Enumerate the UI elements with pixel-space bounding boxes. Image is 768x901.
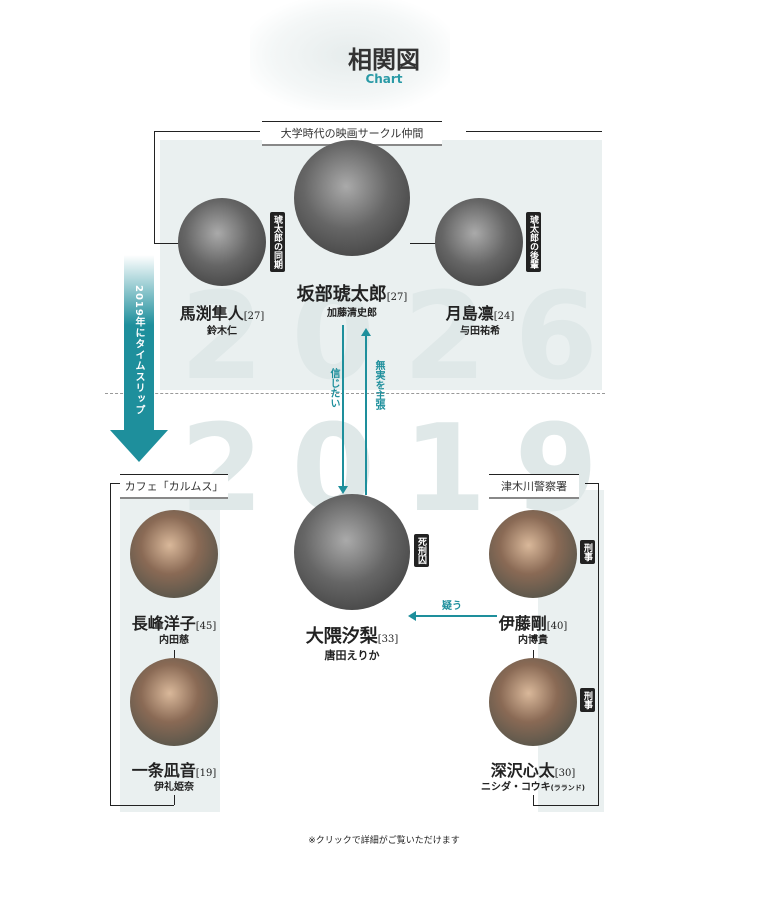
- role-tag: 琥太郎の後輩: [526, 212, 541, 272]
- actor-name: 伊礼姫奈: [154, 782, 194, 793]
- page-title: 相関図: [348, 45, 420, 74]
- actor-name: 唐田えりか: [324, 649, 380, 662]
- age-text: [19]: [195, 768, 217, 779]
- portrait[interactable]: [294, 140, 410, 256]
- frame-line: [154, 243, 184, 244]
- frame-line: [110, 483, 120, 484]
- character-name: 月島凛[24]: [400, 300, 560, 324]
- group-label-cafe: カフェ「カルムス」: [120, 474, 228, 499]
- frame-line: [466, 131, 602, 132]
- actor-name: ニシダ・コウキ(ラランド): [443, 778, 623, 793]
- name-text: 坂部琥太郎: [296, 284, 387, 305]
- character-name: 大隈汐梨[33]: [252, 622, 452, 648]
- arrow-head-icon: [338, 486, 348, 494]
- time-slip-arrow: [124, 255, 154, 430]
- character-name: 長峰洋子[45]: [94, 610, 254, 634]
- portrait[interactable]: [130, 510, 218, 598]
- frame-line: [154, 131, 155, 244]
- age-text: [45]: [195, 621, 217, 632]
- frame-line: [174, 650, 175, 660]
- name-text: 伊藤剛: [498, 614, 547, 633]
- role-tag: 琥太郎の同期: [270, 212, 285, 272]
- frame-line: [410, 243, 440, 244]
- name-text: 馬渕隼人: [179, 304, 244, 323]
- footer-note: ※クリックで詳細がご覧いただけます: [308, 836, 460, 846]
- group-label-police: 津木川警察署: [489, 474, 579, 499]
- arrow-head-icon: [408, 611, 416, 621]
- arrow-head-icon: [110, 430, 168, 462]
- title-background: [250, 0, 450, 110]
- age-text: [40]: [546, 621, 568, 632]
- portrait[interactable]: [294, 494, 410, 610]
- suspect-arrow: [415, 615, 497, 617]
- character-name: 深沢心太[30]: [453, 757, 613, 781]
- actor-name: 内博貴: [518, 635, 548, 646]
- relation-suspect: 疑う: [442, 601, 462, 612]
- frame-line: [110, 483, 111, 805]
- portrait[interactable]: [435, 198, 523, 286]
- age-text: [24]: [493, 311, 515, 322]
- name-text: 月島凛: [445, 304, 494, 323]
- actor-name: 与田祐希: [460, 326, 500, 337]
- relation-believe: 信じたい: [328, 368, 339, 408]
- frame-line: [533, 805, 599, 806]
- frame-line: [110, 805, 174, 806]
- character-name: 伊藤剛[40]: [453, 610, 613, 634]
- portrait[interactable]: [130, 658, 218, 746]
- age-text: [33]: [377, 634, 399, 645]
- believe-arrow: [342, 325, 344, 490]
- name-text: 長峰洋子: [131, 614, 196, 633]
- character-name: 馬渕隼人[27]: [142, 300, 302, 324]
- frame-line: [585, 483, 599, 484]
- age-text: [27]: [386, 292, 408, 303]
- frame-line: [598, 483, 599, 805]
- portrait[interactable]: [178, 198, 266, 286]
- arrow-head-icon: [361, 328, 371, 336]
- age-text: [27]: [243, 311, 265, 322]
- role-tag: 刑事: [580, 540, 595, 564]
- year-watermark-present: 2026: [180, 268, 626, 407]
- actor-name: 鈴木仁: [207, 326, 237, 337]
- actor-name: 加藤清史郎: [327, 308, 377, 319]
- page-subtitle: Chart: [365, 72, 403, 86]
- portrait[interactable]: [489, 658, 577, 746]
- character-name: 坂部琥太郎[27]: [252, 280, 452, 306]
- frame-line: [533, 650, 534, 660]
- name-text: 大隈汐梨: [305, 626, 378, 647]
- frame-line: [174, 795, 175, 805]
- frame-line: [533, 795, 534, 805]
- name-text: 深沢心太: [490, 761, 555, 780]
- portrait[interactable]: [489, 510, 577, 598]
- actor-note: (ラランド): [550, 784, 585, 792]
- role-tag: 刑事: [580, 688, 595, 712]
- relation-innocent: 無実を主張: [373, 360, 384, 410]
- character-name: 一条凪音[19]: [94, 757, 254, 781]
- name-text: 一条凪音: [131, 761, 196, 780]
- innocent-arrow: [365, 335, 367, 495]
- timeline-divider: [105, 393, 605, 394]
- actor-name: 内田慈: [159, 635, 189, 646]
- time-slip-label: 2019年にタイムスリップ: [133, 285, 144, 416]
- age-text: [30]: [554, 768, 576, 779]
- role-tag: 死刑囚: [414, 534, 429, 567]
- actor-text: ニシダ・コウキ: [480, 782, 551, 793]
- frame-line: [154, 131, 260, 132]
